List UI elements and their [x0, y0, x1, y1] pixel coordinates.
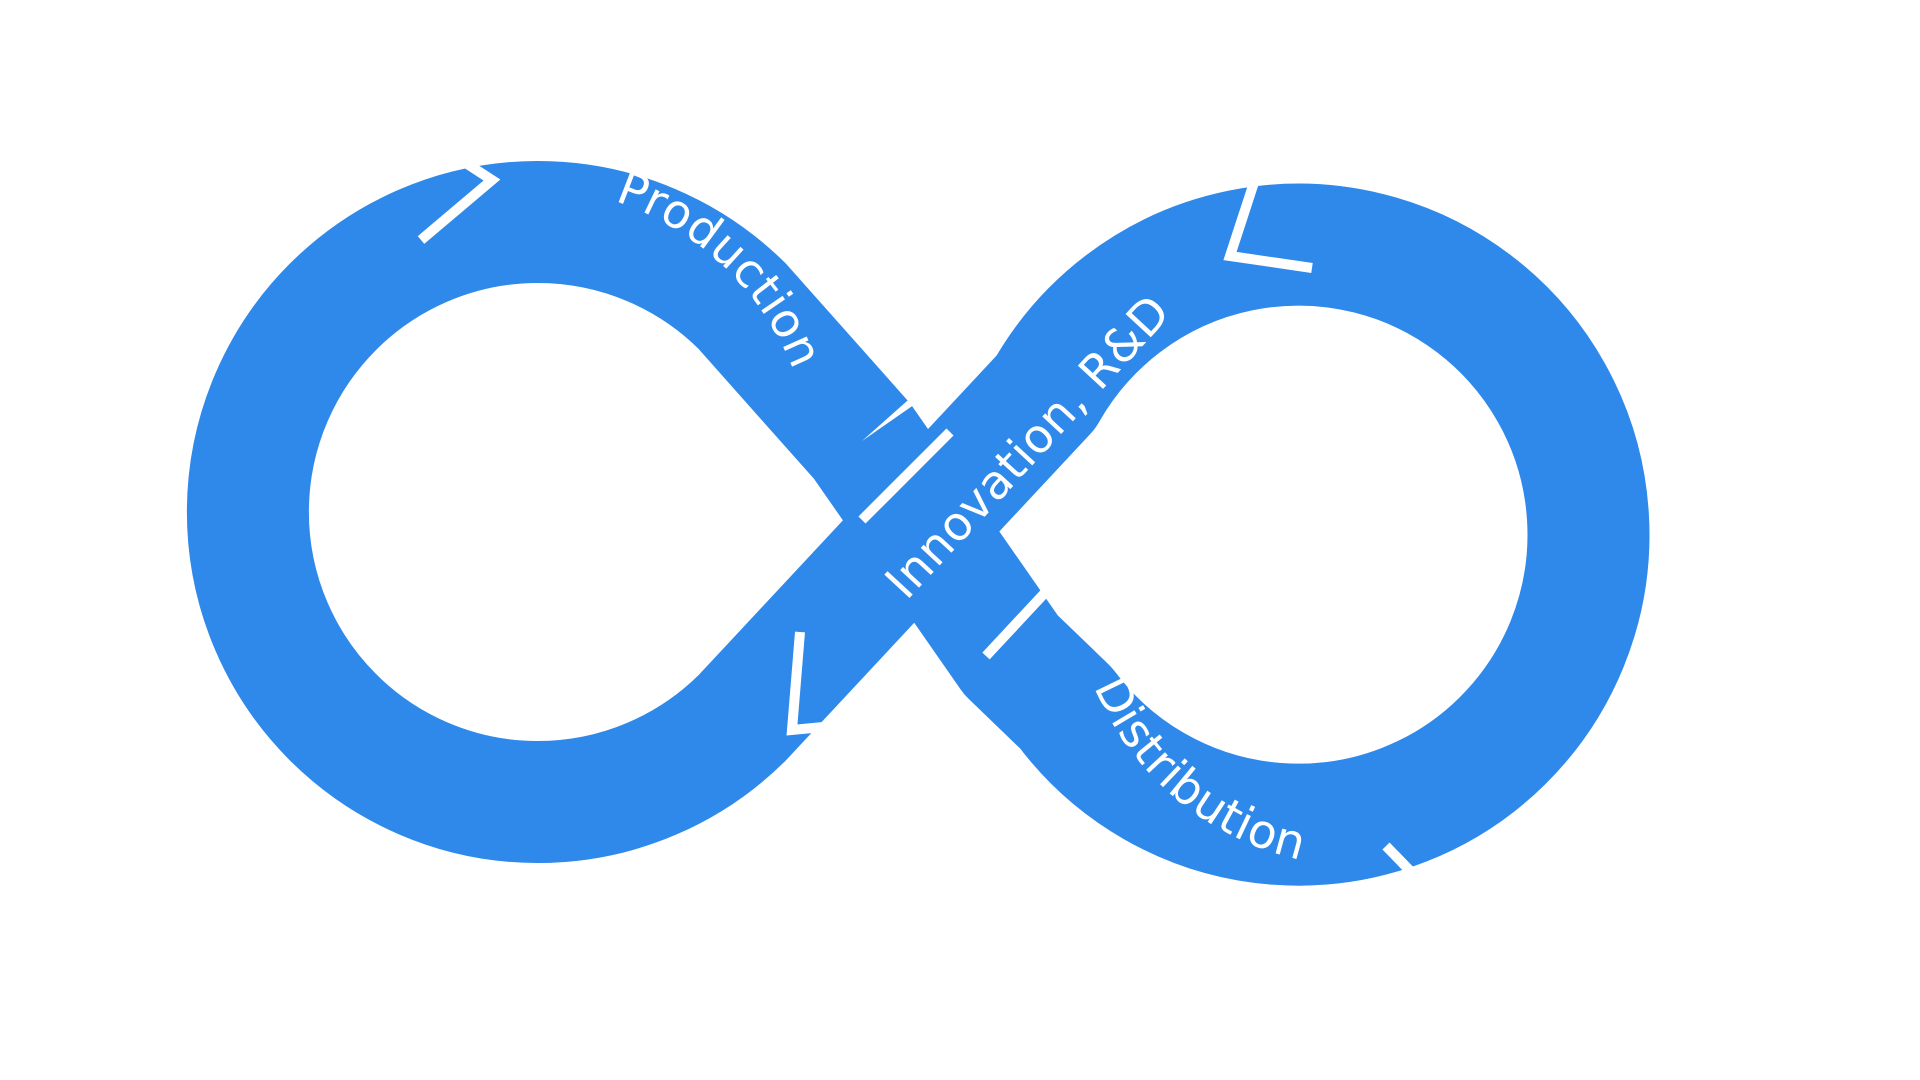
infinity-band [186, 161, 1650, 886]
separator-innovation-sales [786, 631, 877, 736]
separator-sales-sourcing [35, 500, 166, 601]
segment-separators [35, 114, 1841, 967]
left-loop-band [186, 161, 1650, 886]
separator-endoflife-installation [1719, 289, 1841, 395]
separator-distribution-crossing [982, 564, 1072, 660]
separator-distribution-installation [1363, 842, 1458, 967]
separator-sourcing-production [395, 114, 501, 244]
separator-production-innovation [858, 428, 954, 524]
separator-innovation-endoflife [1223, 156, 1313, 273]
